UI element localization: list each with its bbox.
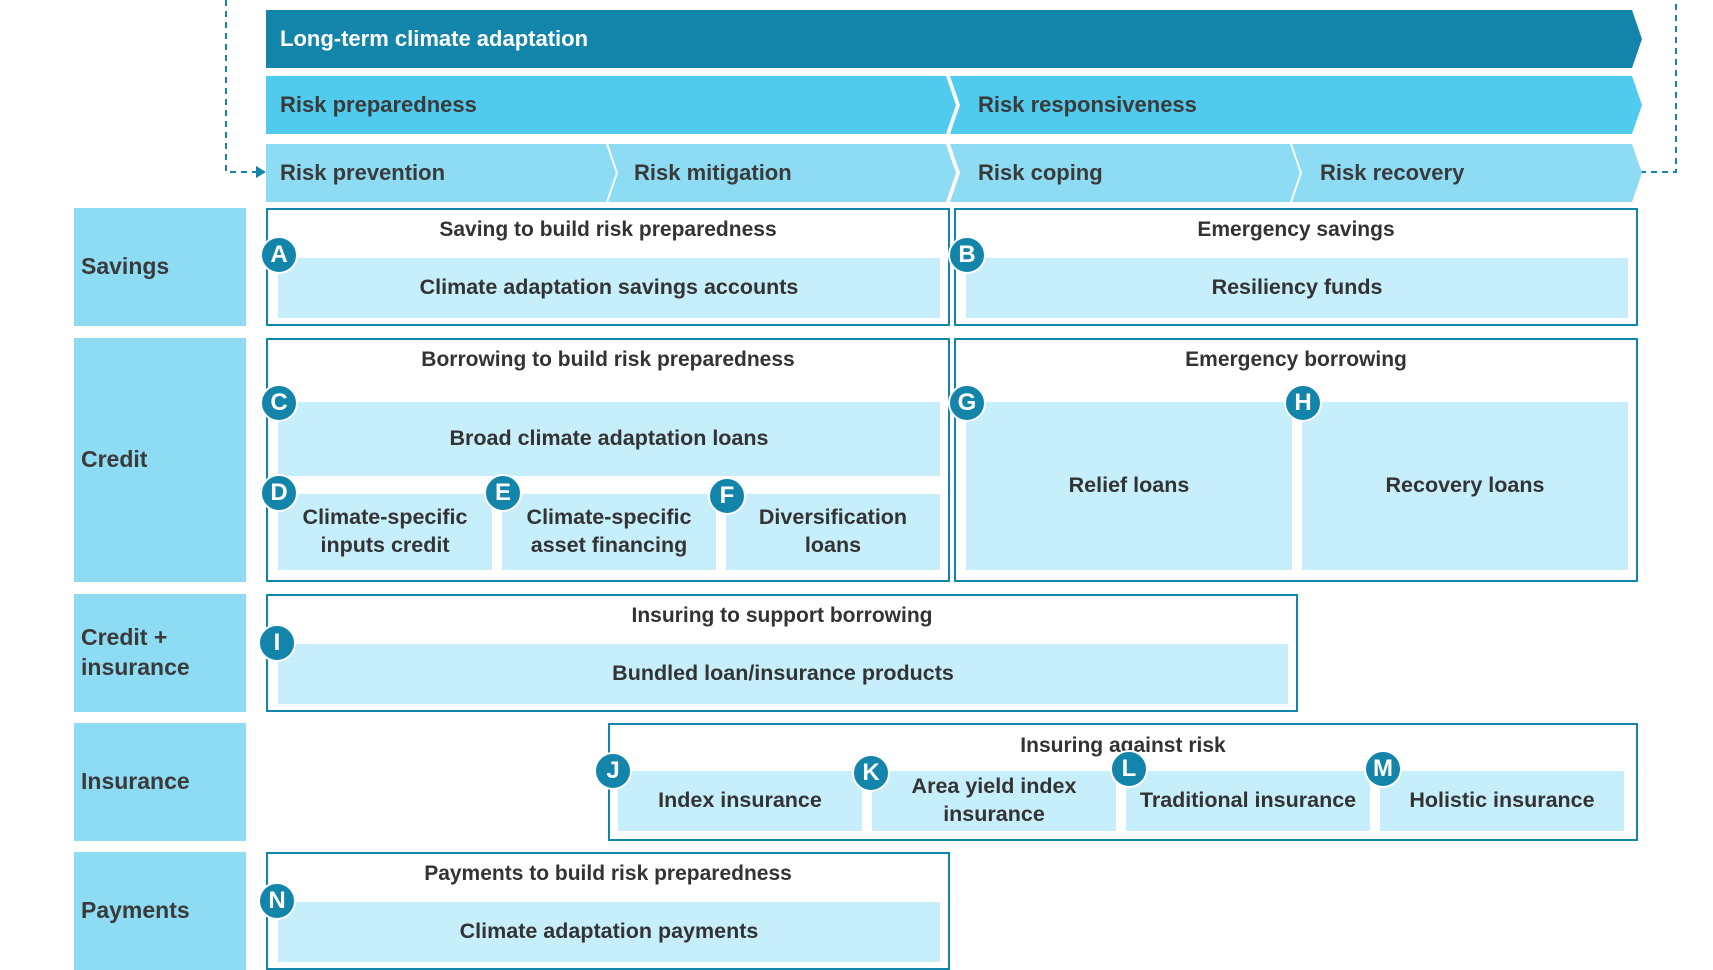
item-holistic-insurance: Holistic insurance bbox=[1380, 771, 1624, 831]
badge-b: B bbox=[948, 236, 986, 274]
row-label-savings: Savings bbox=[74, 208, 246, 326]
item-climate-adaptation-payments: Climate adaptation payments bbox=[278, 902, 940, 962]
item-traditional-insurance: Traditional insurance bbox=[1126, 771, 1370, 831]
group-borrowing-preparedness: Borrowing to build risk preparedness Bro… bbox=[266, 338, 950, 582]
item-inputs-credit: Climate-specific inputs credit bbox=[278, 494, 492, 570]
item-relief-loans: Relief loans bbox=[966, 402, 1292, 570]
phase-risk-mitigation: Risk mitigation bbox=[608, 144, 956, 202]
row-label-payments: Payments bbox=[74, 852, 246, 970]
badge-a: A bbox=[260, 236, 298, 274]
badge-i: I bbox=[258, 624, 296, 662]
feedback-loop-line-right bbox=[1640, 0, 1677, 173]
group-insuring-risk: Insuring against risk Index insurance Ar… bbox=[608, 723, 1638, 841]
badge-l: L bbox=[1110, 750, 1148, 788]
item-climate-adaptation-savings: Climate adaptation savings accounts bbox=[278, 258, 940, 318]
row-label-insurance-text: Insurance bbox=[81, 768, 190, 795]
group-saving-preparedness-title: Saving to build risk preparedness bbox=[439, 218, 777, 241]
badge-j: J bbox=[594, 752, 632, 790]
badge-n: N bbox=[258, 882, 296, 920]
badge-h: H bbox=[1284, 384, 1322, 422]
feedback-loop-arrowhead bbox=[256, 166, 266, 178]
badge-d: D bbox=[260, 474, 298, 512]
group-insuring-borrowing: Insuring to support borrowing Bundled lo… bbox=[266, 594, 1298, 712]
phase-risk-preparedness: Risk preparedness bbox=[266, 76, 956, 134]
item-asset-financing: Climate-specific asset financing bbox=[502, 494, 716, 570]
phase-risk-recovery: Risk recovery bbox=[1292, 144, 1642, 202]
item-index-insurance: Index insurance bbox=[618, 771, 862, 831]
item-diversification-loans: Diversification loans bbox=[726, 494, 940, 570]
badge-e: E bbox=[484, 474, 522, 512]
row-label-credit-text: Credit bbox=[81, 446, 148, 473]
feedback-loop-line bbox=[225, 0, 258, 173]
row-label-savings-text: Savings bbox=[81, 253, 170, 280]
badge-k: K bbox=[852, 754, 890, 792]
phase-risk-prevention-label: Risk prevention bbox=[280, 160, 446, 185]
phase-risk-coping-label: Risk coping bbox=[978, 160, 1103, 185]
group-borrowing-preparedness-title: Borrowing to build risk preparedness bbox=[421, 348, 795, 371]
phase-risk-recovery-label: Risk recovery bbox=[1320, 160, 1465, 185]
group-emergency-borrowing-title: Emergency borrowing bbox=[1185, 348, 1407, 371]
item-recovery-loans: Recovery loans bbox=[1302, 402, 1628, 570]
item-resiliency-funds: Resiliency funds bbox=[966, 258, 1628, 318]
item-area-yield-insurance: Area yield index insurance bbox=[872, 771, 1116, 831]
badge-f: F bbox=[708, 477, 746, 515]
phase-long-term-adaptation: Long-term climate adaptation bbox=[266, 10, 1642, 68]
phase-risk-mitigation-label: Risk mitigation bbox=[634, 160, 792, 185]
phase-risk-responsiveness-label: Risk responsiveness bbox=[978, 92, 1197, 117]
group-emergency-savings: Emergency savings Resiliency funds bbox=[954, 208, 1638, 326]
phase-long-term-adaptation-label: Long-term climate adaptation bbox=[280, 26, 589, 51]
badge-m: M bbox=[1364, 750, 1402, 788]
group-insuring-risk-title: Insuring against risk bbox=[1020, 734, 1226, 757]
row-label-credit-insurance-text: Credit + insurance bbox=[81, 624, 190, 680]
row-label-payments-text: Payments bbox=[81, 897, 190, 924]
group-emergency-borrowing: Emergency borrowing Relief loans Recover… bbox=[954, 338, 1638, 582]
badge-g: G bbox=[948, 384, 986, 422]
phase-risk-prevention: Risk prevention bbox=[266, 144, 616, 202]
row-label-credit: Credit bbox=[74, 338, 246, 582]
group-payments-preparedness: Payments to build risk preparedness Clim… bbox=[266, 852, 950, 970]
badge-c: C bbox=[260, 384, 298, 422]
group-payments-preparedness-title: Payments to build risk preparedness bbox=[424, 862, 792, 885]
row-label-credit-insurance: Credit + insurance bbox=[74, 594, 246, 712]
group-emergency-savings-title: Emergency savings bbox=[1197, 218, 1395, 241]
row-label-insurance: Insurance bbox=[74, 723, 246, 841]
group-saving-preparedness: Saving to build risk preparedness Climat… bbox=[266, 208, 950, 326]
item-broad-climate-loans: Broad climate adaptation loans bbox=[278, 402, 940, 476]
phase-risk-coping: Risk coping bbox=[950, 144, 1300, 202]
phase-risk-responsiveness: Risk responsiveness bbox=[950, 76, 1642, 134]
phase-risk-preparedness-label: Risk preparedness bbox=[280, 92, 477, 117]
item-bundled-loan-insurance: Bundled loan/insurance products bbox=[278, 644, 1288, 704]
group-insuring-borrowing-title: Insuring to support borrowing bbox=[631, 604, 933, 627]
